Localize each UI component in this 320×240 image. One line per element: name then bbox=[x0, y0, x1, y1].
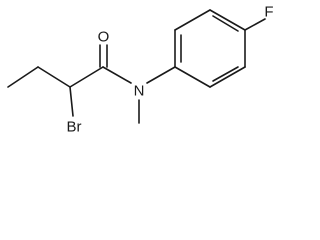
ring-bond-3 bbox=[209, 9, 246, 31]
ring-bond-2 bbox=[174, 9, 211, 31]
bond-ch2-alpha-carbon bbox=[37, 66, 71, 88]
ring-bond-6 bbox=[174, 66, 211, 88]
bond-methyl-ch2 bbox=[7, 66, 39, 88]
bond-alpha-carbon-bromine bbox=[69, 86, 74, 117]
bond-carbonyl-nitrogen bbox=[102, 66, 132, 84]
bond-ring-fluorine bbox=[244, 18, 266, 31]
atom-label-oxygen: O bbox=[98, 29, 110, 46]
atom-label-bromine: Br bbox=[67, 119, 82, 136]
bond-nitrogen-ring bbox=[146, 66, 176, 84]
canvas-background bbox=[0, 0, 288, 138]
molecule-structure-diagram: O N Br F bbox=[0, 0, 288, 138]
atom-label-fluorine: F bbox=[264, 4, 273, 21]
ring-inner-double-2 bbox=[212, 15, 239, 32]
bond-alpha-carbon-carbonyl bbox=[69, 66, 104, 88]
atom-label-nitrogen: N bbox=[134, 83, 145, 100]
ring-bond-5 bbox=[209, 66, 246, 88]
ring-inner-double-3 bbox=[212, 66, 239, 82]
